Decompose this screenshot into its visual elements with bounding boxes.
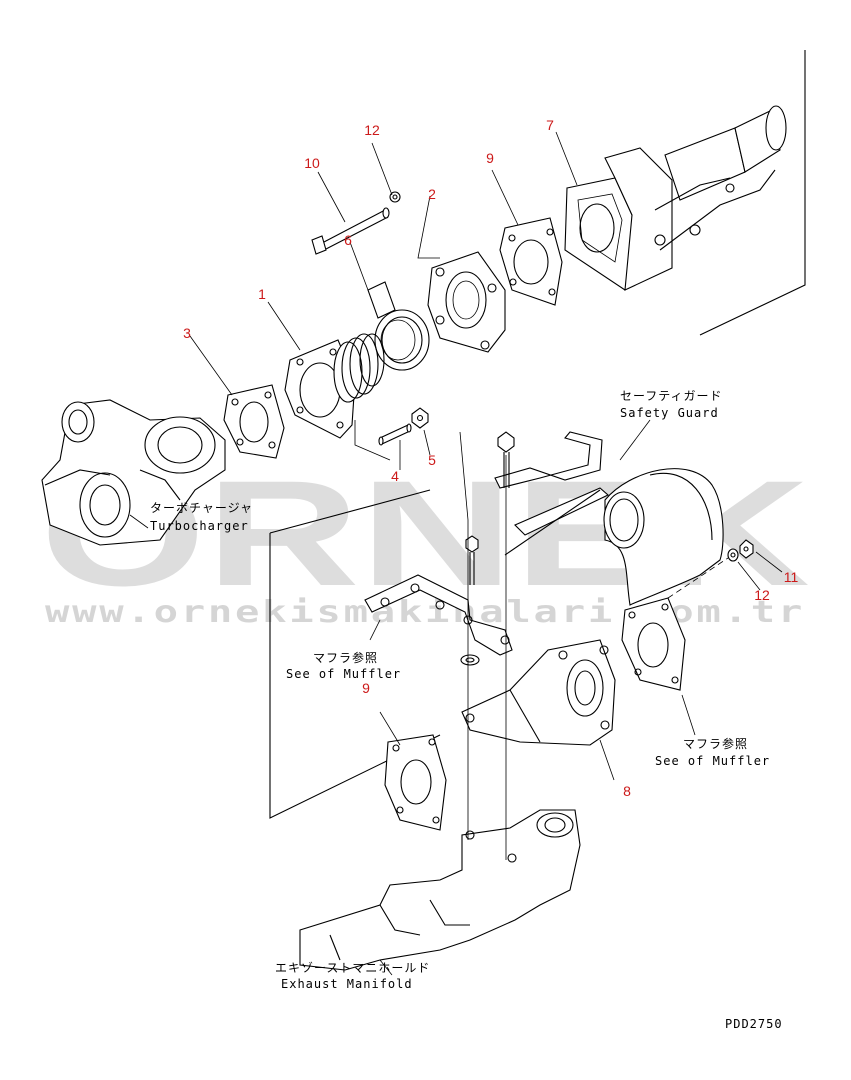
elbow-pipe	[603, 468, 724, 606]
label-safety-guard-en: Safety Guard	[620, 406, 719, 420]
callout-10: 10	[304, 155, 320, 171]
flange-part-2	[427, 251, 506, 353]
gasket-right	[621, 597, 686, 691]
drawing-code: PDD2750	[725, 1017, 783, 1031]
exhaust-pipe-part-7	[564, 105, 787, 291]
nut-part-11	[739, 539, 754, 559]
washer-right-part-12	[727, 548, 739, 562]
washer-part-12	[389, 191, 401, 203]
label-manifold-jp: エキゾーストマニホールド	[275, 961, 430, 975]
mounting-plane-lower	[269, 489, 441, 819]
leader-lines	[129, 131, 783, 976]
clamp-part-6	[367, 281, 430, 371]
nut-part-5	[411, 407, 429, 429]
callout-6: 6	[344, 232, 352, 248]
part-labels: セーフティガード Safety Guard ターボチャージャ Turbochar…	[150, 389, 783, 1031]
exhaust-manifold	[299, 809, 581, 971]
gasket-upper-part-9	[499, 217, 563, 306]
label-muffler-left-en: See of Muffler	[286, 667, 401, 681]
callout-7: 7	[546, 117, 554, 133]
watermark-url: www.ornekismakinalari.com.tr	[45, 595, 805, 630]
callout-2: 2	[428, 186, 436, 202]
label-muffler-right-en: See of Muffler	[655, 754, 770, 768]
callout-4: 4	[391, 468, 399, 484]
callout-11: 11	[784, 569, 799, 585]
stud-part-4	[378, 423, 412, 446]
bellows-part-1	[284, 333, 385, 439]
callout-8: 8	[623, 783, 631, 799]
exhaust-elbow-part-8	[461, 639, 616, 746]
gasket-lower-part-9	[384, 734, 447, 831]
gasket-part-3	[223, 384, 285, 459]
safety-guard	[494, 431, 609, 556]
label-muffler-right-jp: マフラ参照	[683, 736, 748, 751]
label-turbo-en: Turbocharger	[150, 519, 249, 533]
mounting-bracket	[364, 535, 513, 666]
label-turbo-jp: ターボチャージャ	[150, 501, 253, 515]
turbocharger	[41, 399, 226, 546]
callout-5: 5	[428, 452, 436, 468]
callout-12-lower: 12	[754, 587, 770, 603]
callout-9-upper: 9	[486, 150, 494, 166]
callout-1: 1	[258, 286, 266, 302]
callout-12-upper: 12	[364, 122, 380, 138]
label-manifold-en: Exhaust Manifold	[281, 977, 413, 991]
callout-numbers: 1 2 3 4 5 6 7 8 9 9 10 11 12 12	[183, 117, 798, 799]
mounting-plane-upper	[699, 50, 806, 336]
callout-3: 3	[183, 325, 191, 341]
label-muffler-left-jp: マフラ参照	[313, 650, 378, 665]
callout-9-lower: 9	[362, 680, 370, 696]
bolt-part-10	[311, 207, 390, 255]
label-safety-guard-jp: セーフティガード	[620, 389, 723, 403]
